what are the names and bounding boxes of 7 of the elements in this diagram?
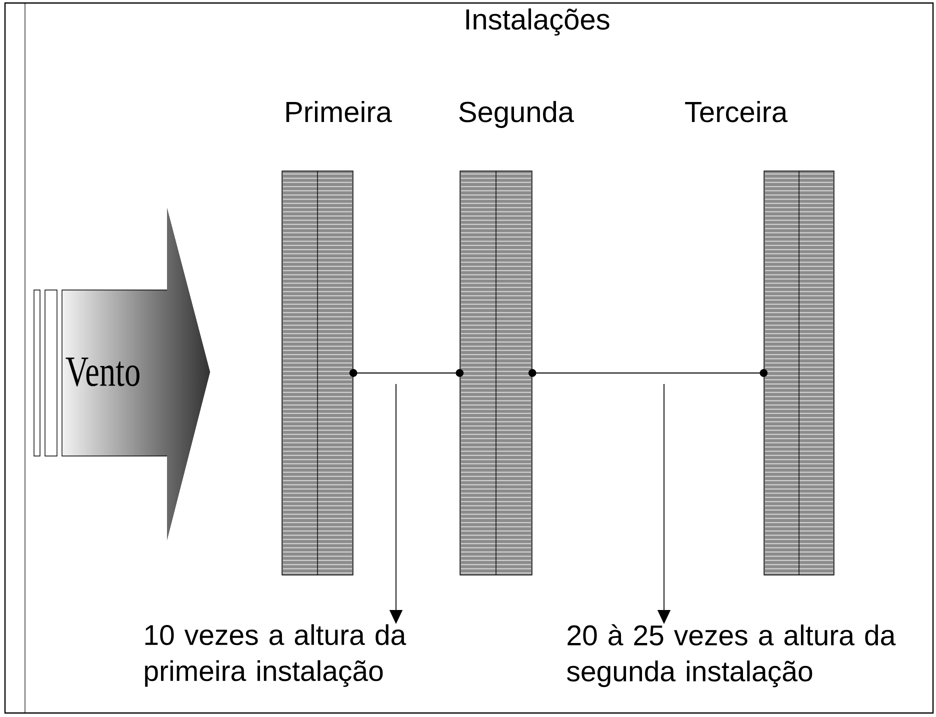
note: 20 à 25 vezes a altura da segunda instalação [567, 624, 896, 688]
wind-arrow-drawing: Vento [34, 208, 210, 540]
heading: Segunda [459, 100, 574, 128]
note: 10 vezes a altura da primeira instalação [145, 624, 406, 687]
title: Instalações [466, 8, 610, 36]
heading: Terceira [685, 100, 788, 122]
heading: Primeira [286, 100, 392, 122]
